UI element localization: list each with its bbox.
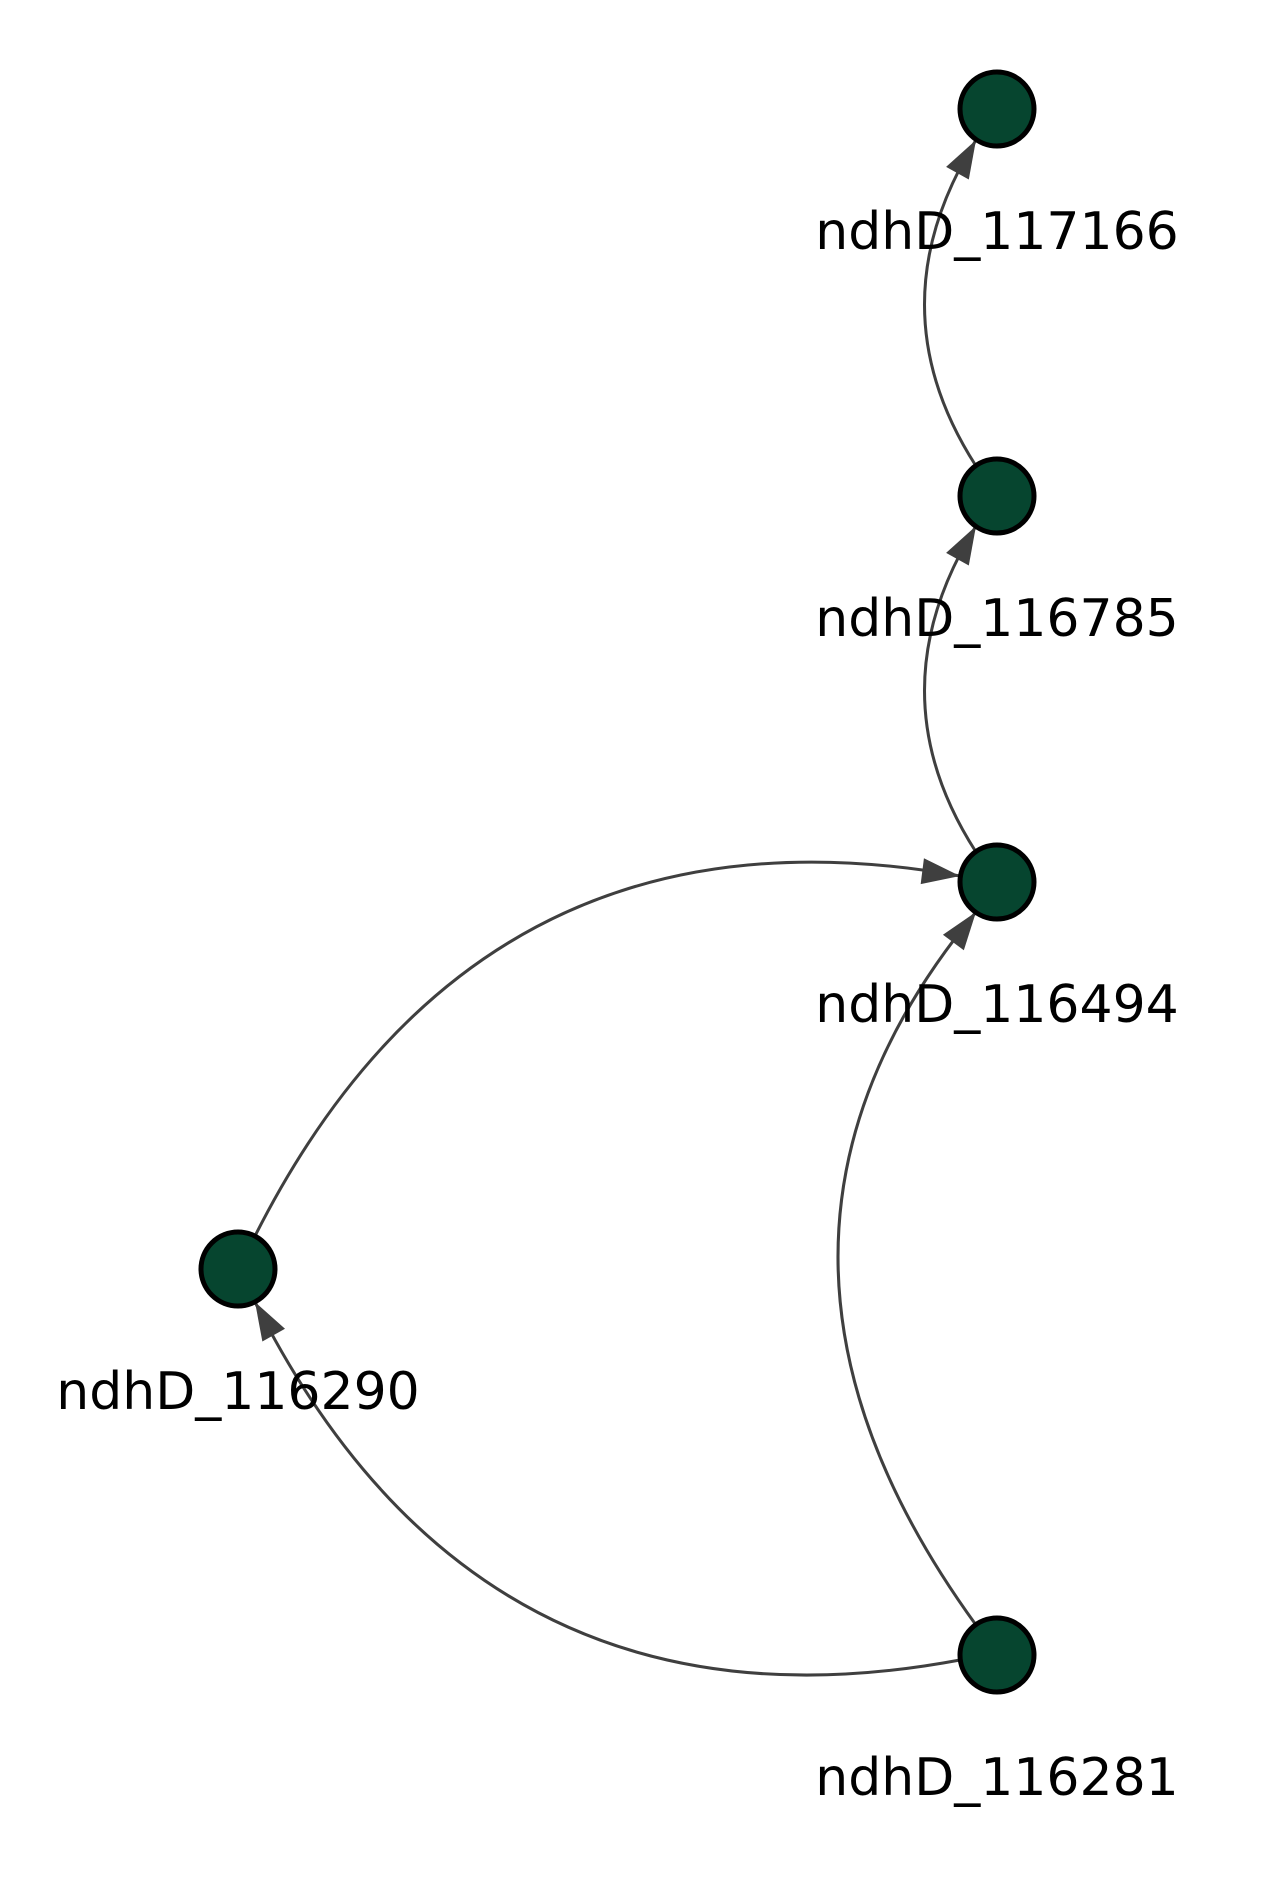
node-label: ndhD_116281 xyxy=(815,1748,1178,1808)
edge-ndhD_116785-to-ndhD_117166 xyxy=(923,139,978,467)
node-label: ndhD_116290 xyxy=(56,1362,419,1422)
node-circle xyxy=(957,842,1037,922)
arrowhead-ndhD_116290-to-ndhD_116494 xyxy=(920,858,960,885)
arrowhead-ndhD_116281-to-ndhD_116290 xyxy=(255,1302,286,1342)
node-label: ndhD_116785 xyxy=(815,589,1178,649)
node-circle xyxy=(957,1615,1037,1695)
arrowhead-ndhD_116494-to-ndhD_116785 xyxy=(946,526,976,566)
node-circle xyxy=(198,1229,278,1309)
node-ndhD_116290: ndhD_116290 xyxy=(56,1229,420,1422)
node-circle xyxy=(957,456,1037,536)
node-label: ndhD_117166 xyxy=(815,202,1178,262)
edges-layer xyxy=(253,139,978,1677)
edge-ndhD_116281-to-ndhD_116290 xyxy=(253,1301,961,1677)
arrowhead-ndhD_116281-to-ndhD_116494 xyxy=(942,912,976,951)
node-ndhD_116494: ndhD_116494 xyxy=(815,842,1179,1035)
node-ndhD_116281: ndhD_116281 xyxy=(815,1615,1179,1808)
node-ndhD_116785: ndhD_116785 xyxy=(815,456,1179,649)
node-circle xyxy=(957,69,1037,149)
arrowhead-ndhD_116785-to-ndhD_117166 xyxy=(946,140,976,180)
edge-ndhD_116281-to-ndhD_116494 xyxy=(836,911,978,1626)
edge-ndhD_116290-to-ndhD_116494 xyxy=(253,860,961,1237)
node-ndhD_117166: ndhD_117166 xyxy=(815,69,1179,262)
node-label: ndhD_116494 xyxy=(815,975,1178,1035)
edge-ndhD_116494-to-ndhD_116785 xyxy=(923,525,978,853)
nodes-layer: ndhD_117166 ndhD_116785 ndhD_116494 ndhD_11… xyxy=(56,69,1179,1808)
